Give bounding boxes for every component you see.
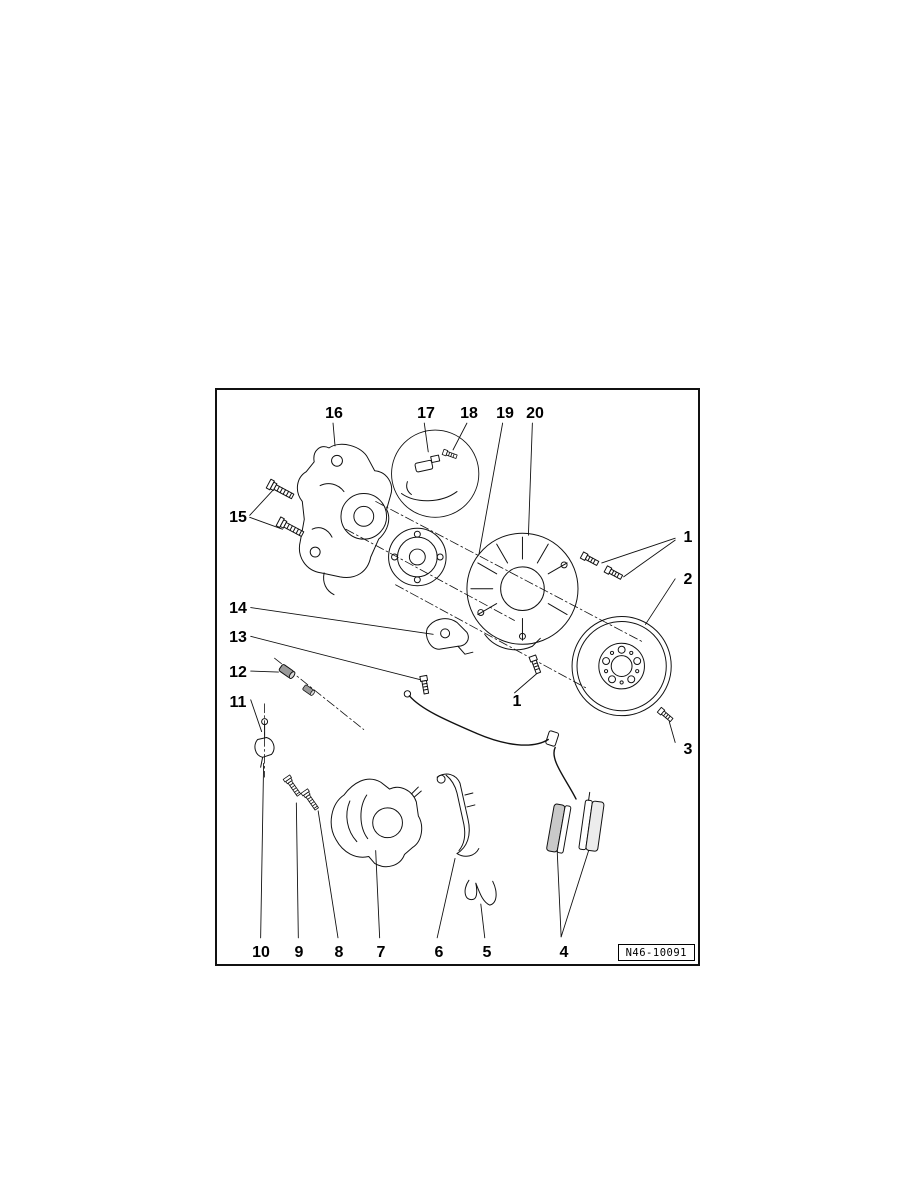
callout-12: 12 <box>229 664 247 681</box>
callout-8: 8 <box>334 944 344 961</box>
brake-caliper <box>330 778 423 868</box>
bracket-bolt <box>419 674 431 695</box>
callout-16: 16 <box>325 405 343 422</box>
pad-wear-sensor-wire <box>403 690 577 800</box>
callout-6: 6 <box>434 944 444 961</box>
knuckle-bolts <box>265 478 306 539</box>
callout-20: 20 <box>526 405 544 422</box>
retaining-bracket <box>426 618 474 655</box>
brake-disc <box>571 616 672 717</box>
callout-7: 7 <box>376 944 386 961</box>
leader-lines <box>249 422 676 939</box>
callout-11: 11 <box>229 694 247 711</box>
pad-retaining-spring <box>464 879 497 906</box>
callout-13: 13 <box>229 629 247 646</box>
callout-1-right: 1 <box>683 529 693 546</box>
steering-knuckle <box>296 443 392 596</box>
callout-19: 19 <box>496 405 514 422</box>
shield-bolt-lower <box>528 654 543 675</box>
callout-5: 5 <box>482 944 492 961</box>
callout-15: 15 <box>229 509 247 526</box>
disc-retaining-screw <box>656 706 675 723</box>
abs-sensor <box>400 448 458 502</box>
callout-9: 9 <box>294 944 304 961</box>
callout-14: 14 <box>229 600 247 617</box>
shield-bolts <box>579 551 624 581</box>
brake-pads <box>546 791 605 854</box>
exploded-diagram <box>249 422 676 939</box>
callout-1-center: 1 <box>512 693 522 710</box>
caliper-guide-pins <box>282 774 321 812</box>
figure-ref-label: N46-10091 <box>617 944 695 961</box>
hose-bracket <box>254 718 275 768</box>
guide-sleeves <box>277 663 316 697</box>
callout-2: 2 <box>683 571 693 588</box>
splash-shield <box>466 532 579 651</box>
pad-carrier <box>436 773 480 857</box>
callout-3: 3 <box>683 741 693 758</box>
callout-18: 18 <box>460 405 478 422</box>
callout-10: 10 <box>252 944 270 961</box>
figure-frame: 16 17 18 19 20 15 14 13 12 11 1 2 3 1 10… <box>215 388 700 966</box>
abs-sensor-detail-circle <box>391 429 480 518</box>
wheel-hub-bearing <box>388 527 447 587</box>
callout-17: 17 <box>417 405 435 422</box>
projection-lines <box>264 501 644 778</box>
callout-4: 4 <box>559 944 569 961</box>
